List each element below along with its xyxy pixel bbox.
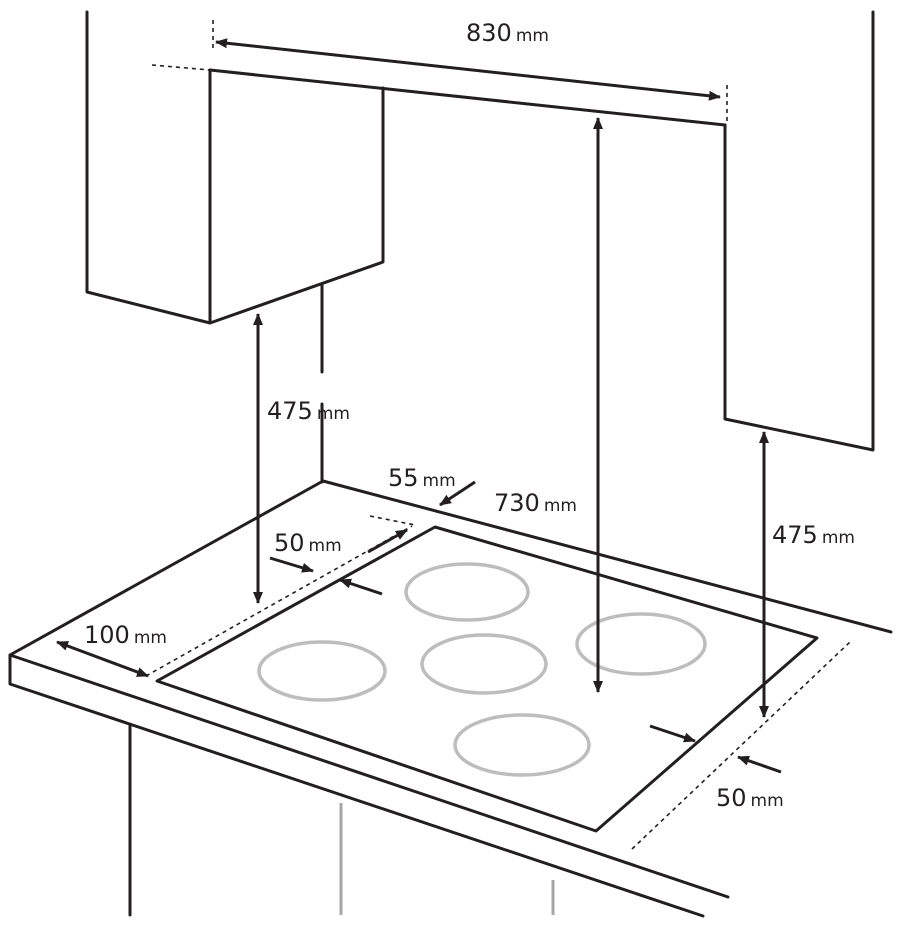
right-wall-cabinet	[723, 10, 875, 452]
dimension-50-left-arrow-inner	[339, 578, 383, 596]
cooking-zone	[404, 562, 530, 622]
cooking-zone	[453, 713, 591, 777]
worktop	[8, 479, 893, 918]
dimension-arrows	[56, 38, 782, 774]
range-hood-top-edge	[151, 64, 727, 127]
guide-lines	[145, 20, 851, 850]
dimension-50-right-arrow	[649, 724, 696, 743]
dimension-830-arrow	[215, 38, 721, 101]
cooking-zone	[575, 612, 707, 676]
left-wall-cabinet	[85, 10, 385, 484]
cooking-zone	[257, 640, 387, 702]
dimension-55-arrow	[439, 480, 476, 507]
cooking-zone	[420, 633, 548, 695]
dimension-50-right-arrow-inner	[737, 755, 782, 774]
dimension-55-arrow-lower	[367, 528, 408, 554]
hob-outline	[155, 525, 819, 833]
dimension-50-left-arrow	[269, 556, 314, 573]
cooking-zones	[257, 562, 707, 777]
dimension-100-arrow	[56, 640, 149, 678]
